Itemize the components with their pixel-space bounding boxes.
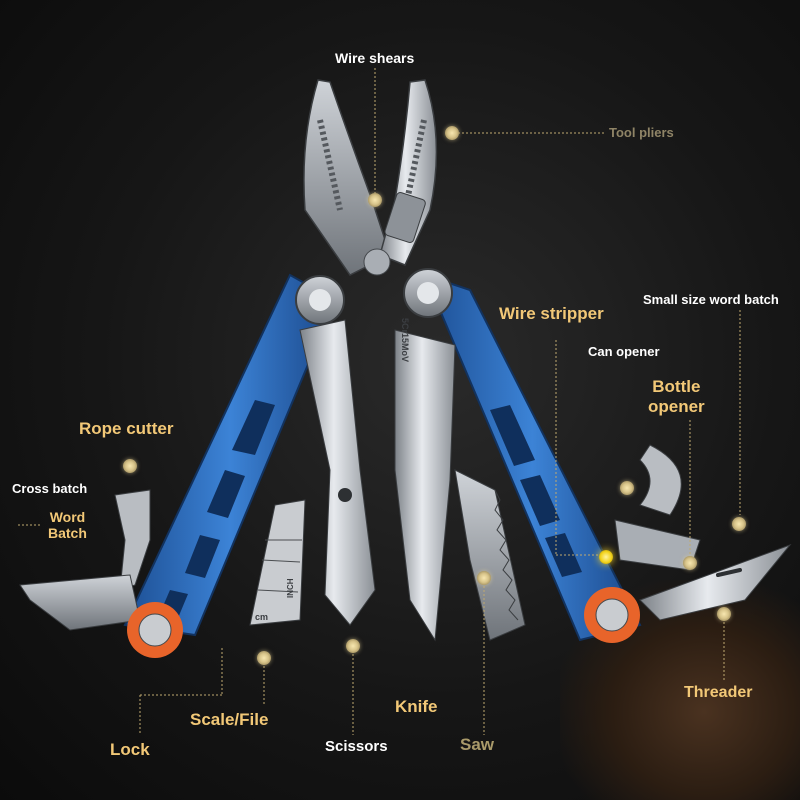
right-side-tools xyxy=(614,444,792,621)
leader-lines xyxy=(18,68,741,735)
label-scale-file: Scale/File xyxy=(190,710,269,729)
label-cross-batch: Cross batch xyxy=(12,481,88,496)
label-word-batch-line1: Word xyxy=(49,509,86,525)
saw-blade xyxy=(454,469,526,641)
label-bottle-opener: Bottle opener xyxy=(648,377,705,416)
label-bottle-opener-line2: opener xyxy=(648,396,705,416)
label-rope-cutter: Rope cutter xyxy=(79,419,174,438)
label-scissors: Scissors xyxy=(325,738,388,755)
can-opener-dot xyxy=(620,481,634,495)
scale-file-dot xyxy=(257,651,271,665)
label-word-batch: Word Batch xyxy=(48,509,87,541)
label-can-opener: Can opener xyxy=(588,344,660,359)
scale-file-tool xyxy=(249,499,306,626)
threader-dot xyxy=(717,607,731,621)
right-handle xyxy=(423,273,642,642)
label-saw: Saw xyxy=(460,735,495,754)
plier-jaws xyxy=(303,79,438,276)
blade-steel-engraving: 5Cr15MoV xyxy=(400,318,410,363)
label-lock: Lock xyxy=(110,740,150,759)
label-word-batch-line2: Batch xyxy=(48,525,87,542)
label-wire-shears: Wire shears xyxy=(335,50,415,66)
knife-blade xyxy=(394,329,456,642)
label-bottle-opener-line1: Bottle xyxy=(652,377,701,396)
label-tool-pliers: Tool pliers xyxy=(609,125,674,140)
ruler-inch-engraving: INCH xyxy=(286,578,295,598)
label-threader: Threader xyxy=(684,684,753,701)
label-wire-stripper: Wire stripper xyxy=(499,304,604,323)
label-knife: Knife xyxy=(395,697,438,716)
wire-stripper-dot xyxy=(599,550,613,564)
pivot-bolts xyxy=(295,268,453,325)
rope-cutter-dot xyxy=(123,459,137,473)
bottle-opener-dot xyxy=(683,556,697,570)
scissors-dot xyxy=(346,639,360,653)
label-small-size-word-batch: Small size word batch xyxy=(643,292,779,307)
orange-lock-caps xyxy=(127,587,640,658)
ruler-cm-engraving: cm xyxy=(255,612,269,622)
left-side-tools xyxy=(19,489,151,631)
tool-pliers-dot xyxy=(445,126,459,140)
scissors-tool xyxy=(299,319,376,626)
small-word-batch-dot xyxy=(732,517,746,531)
saw-dot xyxy=(477,571,491,585)
wire-shears-dot xyxy=(368,193,382,207)
